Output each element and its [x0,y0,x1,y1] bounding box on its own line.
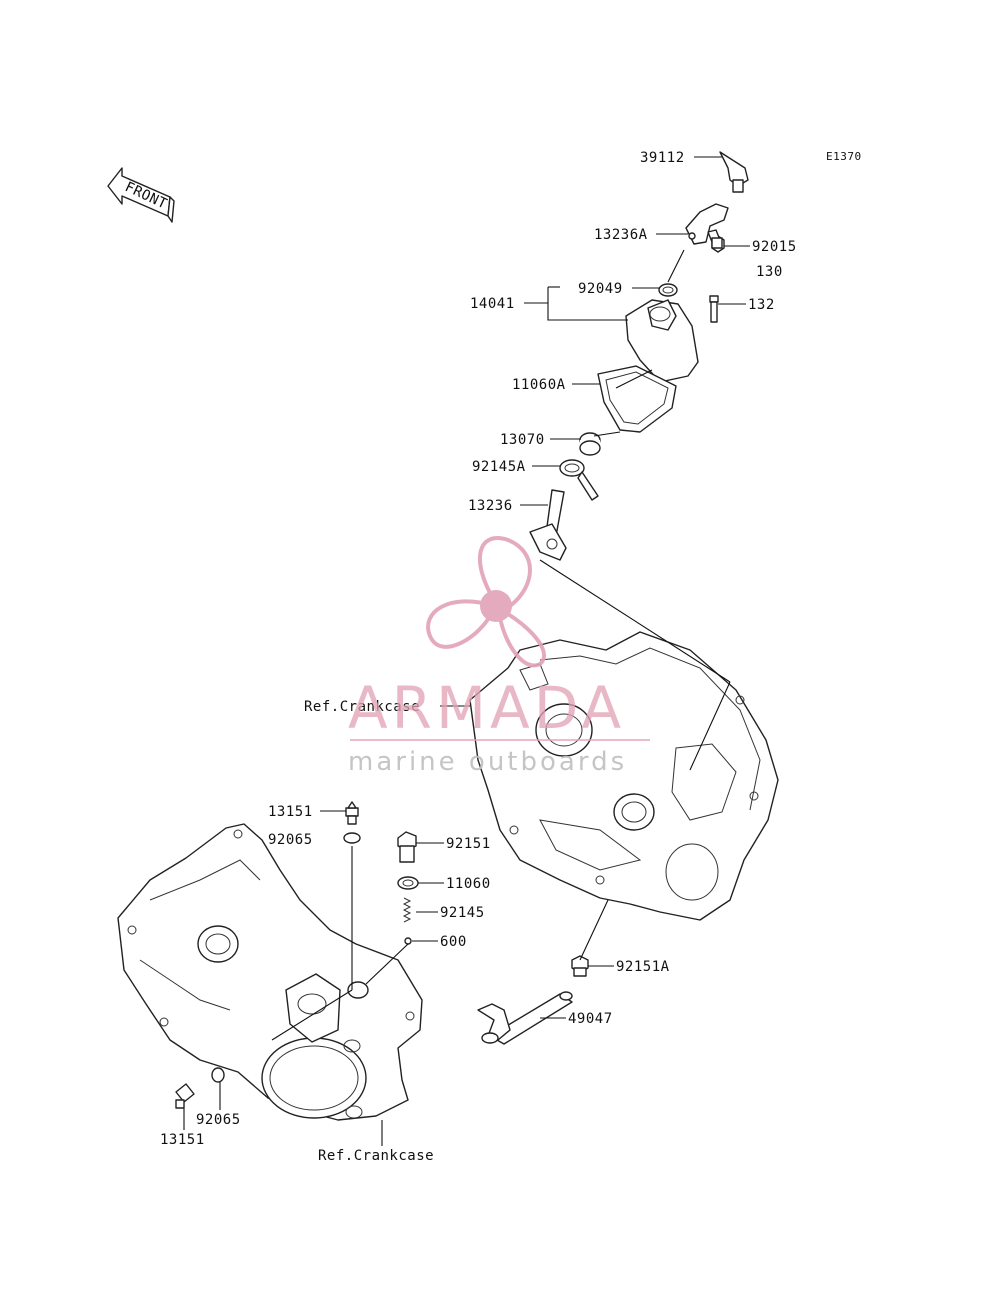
label-132: 132 [748,297,775,313]
part-92065-bottom-icon [211,1067,225,1083]
diagram-code: E1370 [826,150,862,163]
part-92151-icon [397,831,417,863]
label-13236: 13236 [468,498,513,514]
watermark-tagline: marine outboards [348,747,627,777]
callout-labels: 39112 13236A 92015 130 92049 14041 132 1… [160,150,797,1164]
part-13236-shaft-icon [529,489,567,561]
label-92049: 92049 [578,281,623,297]
label-92151: 92151 [446,836,491,852]
part-13070-icon [579,432,601,456]
front-label: FRONT [122,179,169,212]
left-crankcase-icon [117,823,423,1121]
part-11060A-gasket-icon [597,365,677,433]
label-13236A: 13236A [594,227,648,243]
part-13151-bottom-icon [175,1083,195,1109]
label-11060A: 11060A [512,377,566,393]
part-92145A-spring-icon [559,459,599,501]
part-132-icon [709,295,719,323]
propeller-logo-icon [426,536,547,668]
part-92049-icon [658,283,678,297]
propeller-hub-icon [480,590,512,622]
armada-watermark-logo: ARMADA marine outboards [348,536,650,777]
label-92145A: 92145A [472,459,526,475]
label-49047: 49047 [568,1011,613,1027]
front-arrow-icon: FRONT [107,167,175,223]
label-92151A: 92151A [616,959,670,975]
label-92015: 92015 [752,239,797,255]
part-600-ball-icon [404,937,412,945]
label-130: 130 [756,264,783,280]
label-39112: 39112 [640,150,685,166]
part-13151-top-icon [345,801,359,825]
label-ref-crankcase-lower: Ref.Crankcase [318,1148,434,1164]
part-49047-icon [477,991,573,1045]
label-600: 600 [440,934,467,950]
label-13151-top: 13151 [268,804,313,820]
part-11060-gasket-icon [397,876,419,890]
part-13236A-icon [685,203,729,245]
right-crankcase-icon [469,631,779,921]
watermark-brand: ARMADA [348,674,625,742]
part-92151A-icon [571,955,589,977]
label-13151-bottom: 13151 [160,1132,205,1148]
part-92145-spring-icon [402,897,412,923]
label-14041: 14041 [470,296,515,312]
part-39112-icon [719,151,749,193]
label-92065-bottom: 92065 [196,1112,241,1128]
label-ref-crankcase-upper: Ref.Crankcase [304,699,420,715]
leader-lines [183,156,750,1146]
part-130-icon [707,229,723,249]
label-13070: 13070 [500,432,545,448]
part-14041-cover-icon [625,299,699,383]
part-92065-top-icon [343,832,361,844]
label-92145: 92145 [440,905,485,921]
label-11060: 11060 [446,876,491,892]
label-92065-top: 92065 [268,832,313,848]
